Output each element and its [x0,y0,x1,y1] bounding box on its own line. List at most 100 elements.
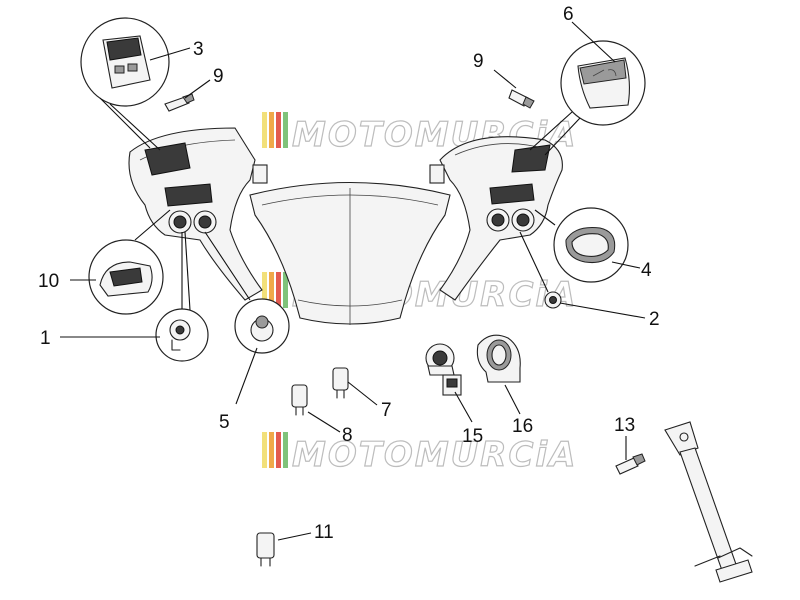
bulb-9-tip [522,96,535,109]
watermark-stripe [276,432,281,468]
callout-2: 2 [649,309,660,330]
callout-labels: 3 9 9 6 10 1 5 4 2 7 8 11 15 16 13 [38,4,660,543]
switch-10-face [109,267,143,287]
leader-9-right [493,69,517,89]
detail-leader [109,103,161,151]
part-13-bulb [615,453,646,475]
watermark-stripe [283,272,288,308]
part-1-socket-detail [155,231,209,362]
part-8-bulb [291,384,308,416]
detail-leader [184,231,191,311]
detail-leader [134,209,171,241]
callout-13: 13 [614,415,635,436]
watermark-stripe [262,272,267,308]
bulb-11-body [256,532,275,559]
watermark-stripe [269,432,274,468]
stand-foot [715,559,753,583]
leader-8 [307,411,341,433]
part-3-switch-detail [80,17,170,151]
callout-8: 8 [342,425,353,446]
watermark-stripe [283,112,288,148]
bulb-13-body [615,457,639,475]
part-16-ignition-ring [476,334,521,383]
leader-11 [277,532,312,541]
ignition-collar [427,365,455,376]
leader-4 [611,261,641,269]
watermark-stripe [262,432,267,468]
right-pod-switch-recess [489,183,535,205]
ring-inner [491,344,507,366]
detail-leader [529,111,573,151]
socket-1-wire [171,339,181,351]
callout-4: 4 [641,260,652,281]
stand-rod [694,555,721,567]
part-2-socket [519,231,562,309]
handlebar-cover-assembly [128,127,563,325]
detail-leader [204,231,251,301]
bulb-7-body [332,367,349,391]
switch-cover-face [579,59,627,85]
leader-16 [504,384,521,415]
stand-bracket [664,421,699,456]
socket-2-core [549,296,557,304]
left-pod-switch-recess [164,183,213,207]
switch-cover-symbol [592,69,617,77]
callout-7: 7 [381,400,392,421]
part-6-switch-detail [529,40,646,156]
stand-spring [717,547,753,559]
detail-leader [519,231,549,293]
part-10-switch-detail [88,209,171,315]
leader-9-left [184,79,211,99]
callout-5: 5 [219,412,230,433]
callout-15: 15 [462,426,483,447]
callout-11: 11 [314,522,334,543]
stand-leg [679,447,739,577]
callout-10: 10 [38,271,59,292]
detail-leader [544,117,581,156]
watermark-bottom: MOTOMURCiA [262,432,577,476]
side-stand [664,421,753,583]
leader-2 [559,302,646,319]
part-15-ignition-switch [425,343,462,396]
part-4-cover-detail [534,207,629,283]
part-9-right-bulb [508,89,535,109]
callout-6: 6 [563,4,574,25]
callout-16: 16 [512,416,533,437]
leader-7 [347,381,378,406]
callout-leaders [60,21,646,541]
part-11-bulb [256,532,275,567]
leader-5 [235,347,258,405]
detail-leader [534,209,556,226]
right-pod-upper-recess [511,144,551,173]
stand-pivot [679,432,689,442]
cover-4-face [571,233,609,257]
switch-block-face [106,37,142,61]
part-5-socket-detail [204,231,290,354]
watermark-stripe [269,112,274,148]
leader-3 [149,47,191,61]
part-7-bulb [332,367,349,399]
callout-1: 1 [40,328,51,349]
socket-5-top [255,315,269,329]
ignition-keyhole [432,350,448,366]
watermark-stripe [262,112,267,148]
part-9-left-bulb [164,93,195,112]
left-switch-knob-a-center [173,215,187,229]
bulb-9-body [508,89,529,107]
watermark-stripe [269,272,274,308]
left-mount-tab [252,164,268,184]
right-switch-knob-b-center [516,213,530,227]
callout-9-right: 9 [473,51,484,72]
watermark-stripe [276,112,281,148]
callout-9-left: 9 [213,66,224,87]
socket-1-core [175,325,185,335]
cover-lower-rim [297,299,403,307]
switch-block-button [114,65,125,74]
ignition-connector-slot [446,378,458,388]
bulb-9-body [164,96,190,112]
watermark-stripe [283,432,288,468]
left-pod-upper-recess [144,142,191,176]
detail-leader [99,97,151,149]
watermark-text: MOTOMURCiA [292,435,577,475]
